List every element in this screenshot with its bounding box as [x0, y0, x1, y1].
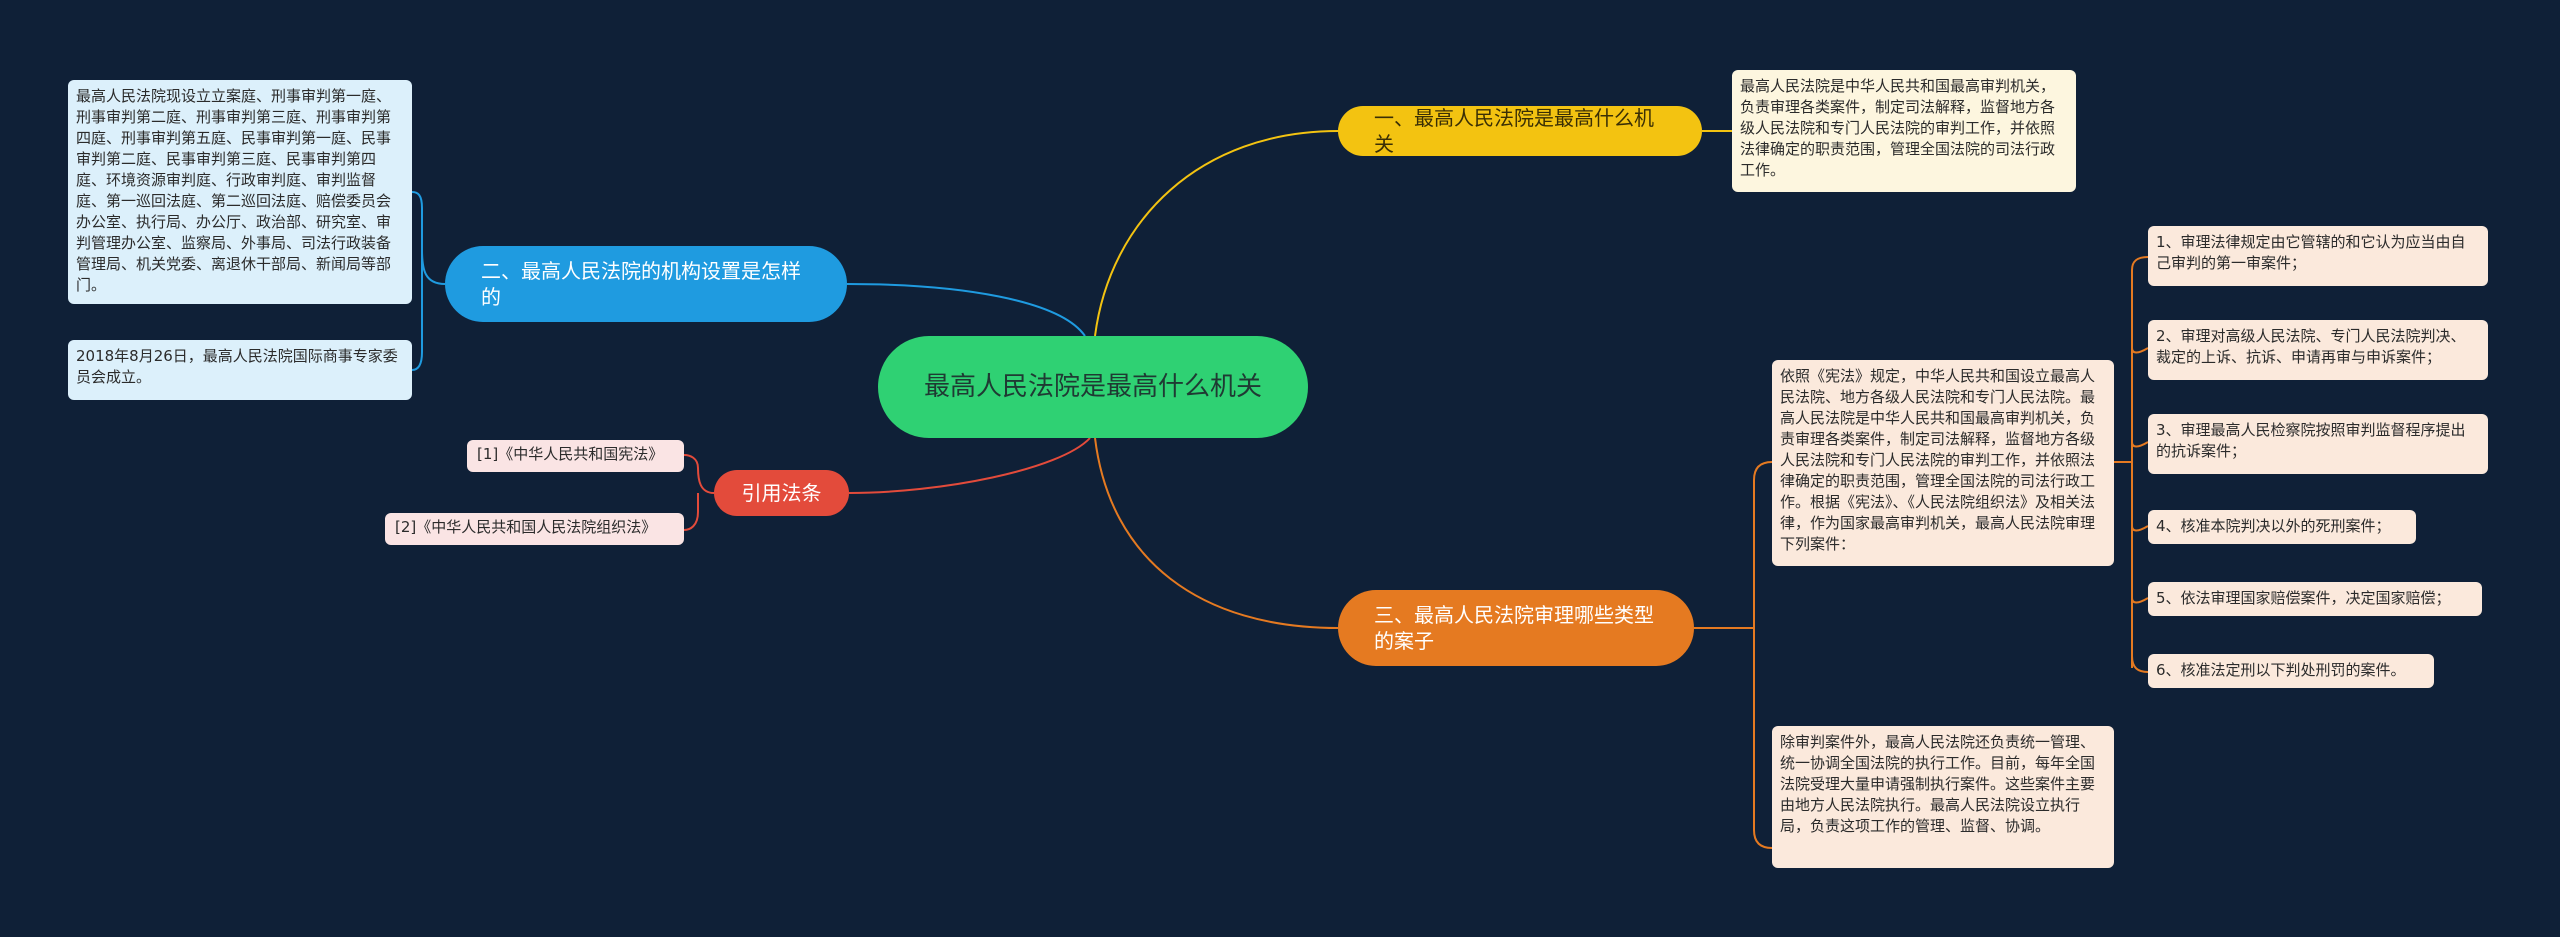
citation-court-law[interactable]: [2]《中华人民共和国人民法院组织法》	[385, 513, 684, 545]
branch-case-types[interactable]: 三、最高人民法院审理哪些类型的案子	[1338, 590, 1694, 666]
leaf-commission-date[interactable]: 2018年8月26日，最高人民法院国际商事专家委员会成立。	[68, 340, 412, 400]
connector-branch3-bracket	[683, 454, 715, 531]
leaf-constitution-basis-text: 依照《宪法》规定，中华人民共和国设立最高人民法院、地方各级人民法院和专门人民法院…	[1780, 367, 2096, 553]
connector-central-branch4	[1094, 437, 1339, 629]
branch-highest-organ-label: 一、最高人民法院是最高什么机关	[1374, 106, 1654, 156]
branch-case-types-label: 三、最高人民法院审理哪些类型的案子	[1374, 603, 1654, 653]
case-item-6[interactable]: 6、核准法定刑以下判处刑罚的案件。	[2148, 654, 2434, 688]
connector-central-branch2	[846, 283, 1086, 337]
connector-leaf-main-items	[2114, 256, 2149, 673]
connector-central-branch3	[848, 437, 1091, 494]
case-item-2[interactable]: 2、审理对高级人民法院、专门人民法院判决、裁定的上诉、抗诉、申请再审与申诉案件；	[2148, 320, 2488, 380]
citation-constitution[interactable]: [1]《中华人民共和国宪法》	[467, 440, 684, 472]
leaf-departments[interactable]: 最高人民法院现设立立案庭、刑事审判第一庭、刑事审判第二庭、刑事审判第三庭、刑事审…	[68, 80, 412, 304]
central-topic-label: 最高人民法院是最高什么机关	[923, 372, 1262, 402]
leaf-execution-work-text: 除审判案件外，最高人民法院还负责统一管理、统一协调全国法院的执行工作。目前，每年…	[1780, 733, 2096, 835]
case-item-3-text: 3、审理最高人民检察院按照审判监督程序提出的抗诉案件；	[2156, 421, 2466, 460]
leaf-highest-organ-desc[interactable]: 最高人民法院是中华人民共和国最高审判机关，负责审理各类案件，制定司法解释，监督地…	[1732, 70, 2076, 192]
citation-court-law-text: [2]《中华人民共和国人民法院组织法》	[395, 518, 657, 536]
central-topic[interactable]: 最高人民法院是最高什么机关	[878, 336, 1308, 438]
case-item-5[interactable]: 5、依法审理国家赔偿案件，决定国家赔偿；	[2148, 582, 2482, 616]
leaf-execution-work[interactable]: 除审判案件外，最高人民法院还负责统一管理、统一协调全国法院的执行工作。目前，每年…	[1772, 726, 2114, 868]
case-item-4[interactable]: 4、核准本院判决以外的死刑案件；	[2148, 510, 2416, 544]
branch-highest-organ[interactable]: 一、最高人民法院是最高什么机关	[1338, 106, 1702, 156]
branch-organization-label: 二、最高人民法院的机构设置是怎样的	[481, 259, 801, 309]
case-item-5-text: 5、依法审理国家赔偿案件，决定国家赔偿；	[2156, 589, 2451, 607]
citation-constitution-text: [1]《中华人民共和国宪法》	[477, 445, 664, 463]
connector-branch2-bracket	[411, 191, 446, 371]
case-item-1-text: 1、审理法律规定由它管辖的和它认为应当由自己审判的第一审案件；	[2156, 233, 2466, 272]
case-item-2-text: 2、审理对高级人民法院、专门人民法院判决、裁定的上诉、抗诉、申请再审与申诉案件；	[2156, 327, 2466, 366]
case-item-6-text: 6、核准法定刑以下判处刑罚的案件。	[2156, 661, 2406, 679]
leaf-constitution-basis[interactable]: 依照《宪法》规定，中华人民共和国设立最高人民法院、地方各级人民法院和专门人民法院…	[1772, 360, 2114, 566]
case-item-4-text: 4、核准本院判决以外的死刑案件；	[2156, 517, 2391, 535]
branch-organization[interactable]: 二、最高人民法院的机构设置是怎样的	[445, 246, 847, 322]
branch-citations[interactable]: 引用法条	[714, 470, 849, 516]
case-item-3[interactable]: 3、审理最高人民检察院按照审判监督程序提出的抗诉案件；	[2148, 414, 2488, 474]
leaf-departments-text: 最高人民法院现设立立案庭、刑事审判第一庭、刑事审判第二庭、刑事审判第三庭、刑事审…	[76, 87, 392, 294]
leaf-commission-text: 2018年8月26日，最高人民法院国际商事专家委员会成立。	[76, 347, 398, 386]
leaf-highest-organ-text: 最高人民法院是中华人民共和国最高审判机关，负责审理各类案件，制定司法解释，监督地…	[1740, 77, 2056, 179]
connector-central-branch1	[1094, 130, 1339, 337]
branch-citations-label: 引用法条	[741, 481, 822, 505]
case-item-1[interactable]: 1、审理法律规定由它管辖的和它认为应当由自己审判的第一审案件；	[2148, 226, 2488, 286]
connector-branch4-bracket	[1694, 461, 1773, 849]
